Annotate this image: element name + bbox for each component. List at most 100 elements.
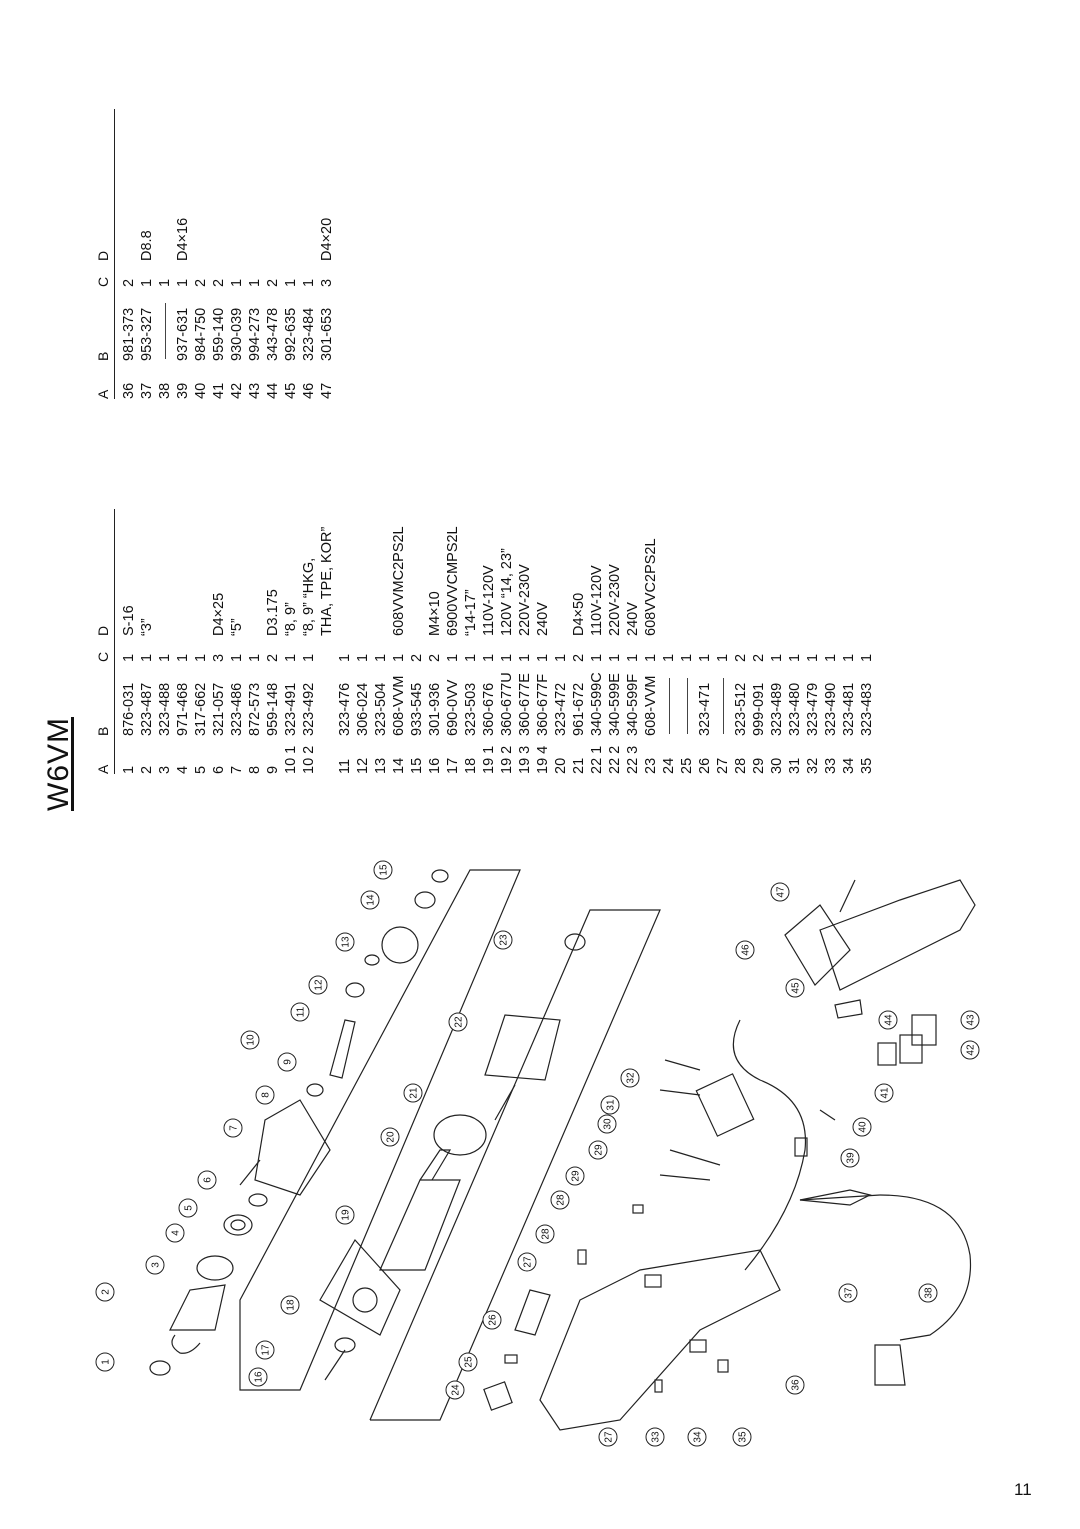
callout-37: 37	[838, 1283, 858, 1303]
svg-text:27: 27	[604, 1431, 615, 1443]
callout-24: 24	[445, 1380, 465, 1400]
svg-text:15: 15	[379, 864, 390, 876]
callout-15: 15	[373, 860, 393, 880]
svg-text:8: 8	[261, 1092, 272, 1098]
parts-outlines	[149, 869, 976, 1431]
callout-17: 17	[255, 1340, 275, 1360]
svg-text:29: 29	[594, 1144, 605, 1156]
callout-4: 4	[165, 1223, 185, 1243]
page-number: 11	[1014, 1480, 1032, 1499]
svg-text:41: 41	[880, 1087, 891, 1099]
svg-text:47: 47	[776, 886, 787, 898]
callout-labels: 1234567891011121314151617181920212223242…	[95, 860, 980, 1447]
callout-14: 14	[360, 890, 380, 910]
callout-13: 13	[335, 932, 355, 952]
svg-text:44: 44	[884, 1014, 895, 1026]
svg-text:18: 18	[286, 1299, 297, 1311]
svg-text:33: 33	[651, 1431, 662, 1443]
callout-20: 20	[380, 1127, 400, 1147]
svg-text:27: 27	[523, 1256, 534, 1268]
callout-40: 40	[852, 1117, 872, 1137]
callout-44: 44	[878, 1010, 898, 1030]
svg-text:7: 7	[229, 1125, 240, 1131]
svg-text:35: 35	[738, 1431, 749, 1443]
callout-36: 36	[785, 1375, 805, 1395]
callout-27: 27	[598, 1427, 618, 1447]
callout-32: 32	[620, 1068, 640, 1088]
callout-30: 30	[597, 1114, 617, 1134]
svg-text:28: 28	[541, 1228, 552, 1240]
svg-text:20: 20	[386, 1131, 397, 1143]
svg-text:5: 5	[184, 1205, 195, 1211]
callout-33: 33	[645, 1427, 665, 1447]
callout-38: 38	[918, 1283, 938, 1303]
svg-text:25: 25	[464, 1356, 475, 1368]
svg-text:29: 29	[571, 1170, 582, 1182]
svg-text:46: 46	[741, 944, 752, 956]
svg-text:32: 32	[626, 1072, 637, 1084]
svg-text:10: 10	[246, 1034, 257, 1046]
callout-6: 6	[197, 1170, 217, 1190]
callout-45: 45	[785, 978, 805, 998]
callout-10: 10	[240, 1030, 260, 1050]
callout-23: 23	[493, 930, 513, 950]
callout-3: 3	[145, 1255, 165, 1275]
svg-text:36: 36	[791, 1379, 802, 1391]
callout-34: 34	[687, 1427, 707, 1447]
svg-text:31: 31	[606, 1099, 617, 1111]
svg-text:17: 17	[261, 1344, 272, 1356]
callout-19: 19	[335, 1205, 355, 1225]
svg-text:24: 24	[451, 1384, 462, 1396]
callout-7: 7	[223, 1118, 243, 1138]
callout-42: 42	[960, 1040, 980, 1060]
callout-28: 28	[550, 1190, 570, 1210]
callout-26: 26	[482, 1310, 502, 1330]
svg-text:4: 4	[171, 1230, 182, 1236]
svg-text:30: 30	[603, 1118, 614, 1130]
callout-27: 27	[517, 1252, 537, 1272]
svg-text:21: 21	[409, 1087, 420, 1099]
svg-text:34: 34	[693, 1431, 704, 1443]
svg-text:22: 22	[454, 1016, 465, 1028]
svg-text:16: 16	[254, 1371, 265, 1383]
svg-text:3: 3	[151, 1262, 162, 1268]
svg-text:45: 45	[791, 982, 802, 994]
svg-text:9: 9	[283, 1059, 294, 1065]
callout-21: 21	[403, 1083, 423, 1103]
callout-35: 35	[732, 1427, 752, 1447]
callout-22: 22	[448, 1012, 468, 1032]
svg-text:19: 19	[341, 1209, 352, 1221]
callout-41: 41	[874, 1083, 894, 1103]
svg-text:40: 40	[858, 1121, 869, 1133]
callout-25: 25	[458, 1352, 478, 1372]
callout-18: 18	[280, 1295, 300, 1315]
callout-43: 43	[960, 1010, 980, 1030]
svg-text:23: 23	[499, 934, 510, 946]
svg-text:14: 14	[366, 894, 377, 906]
svg-text:12: 12	[314, 979, 325, 991]
callout-5: 5	[178, 1198, 198, 1218]
svg-text:43: 43	[966, 1014, 977, 1026]
svg-text:28: 28	[556, 1194, 567, 1206]
callout-2: 2	[95, 1282, 115, 1302]
callout-28: 28	[535, 1224, 555, 1244]
callout-29: 29	[588, 1140, 608, 1160]
svg-text:2: 2	[101, 1289, 112, 1295]
callout-29: 29	[565, 1166, 585, 1186]
svg-text:11: 11	[296, 1006, 307, 1017]
callout-11: 11	[290, 1002, 310, 1022]
svg-text:26: 26	[488, 1314, 499, 1326]
svg-text:13: 13	[341, 936, 352, 948]
svg-text:39: 39	[846, 1152, 857, 1164]
callout-8: 8	[255, 1085, 275, 1105]
svg-text:37: 37	[844, 1287, 855, 1299]
svg-text:6: 6	[203, 1177, 214, 1183]
callout-9: 9	[277, 1052, 297, 1072]
callout-16: 16	[248, 1367, 268, 1387]
callout-12: 12	[308, 975, 328, 995]
svg-text:42: 42	[966, 1044, 977, 1056]
callout-47: 47	[770, 882, 790, 902]
callout-39: 39	[840, 1148, 860, 1168]
callout-1: 1	[95, 1352, 115, 1372]
